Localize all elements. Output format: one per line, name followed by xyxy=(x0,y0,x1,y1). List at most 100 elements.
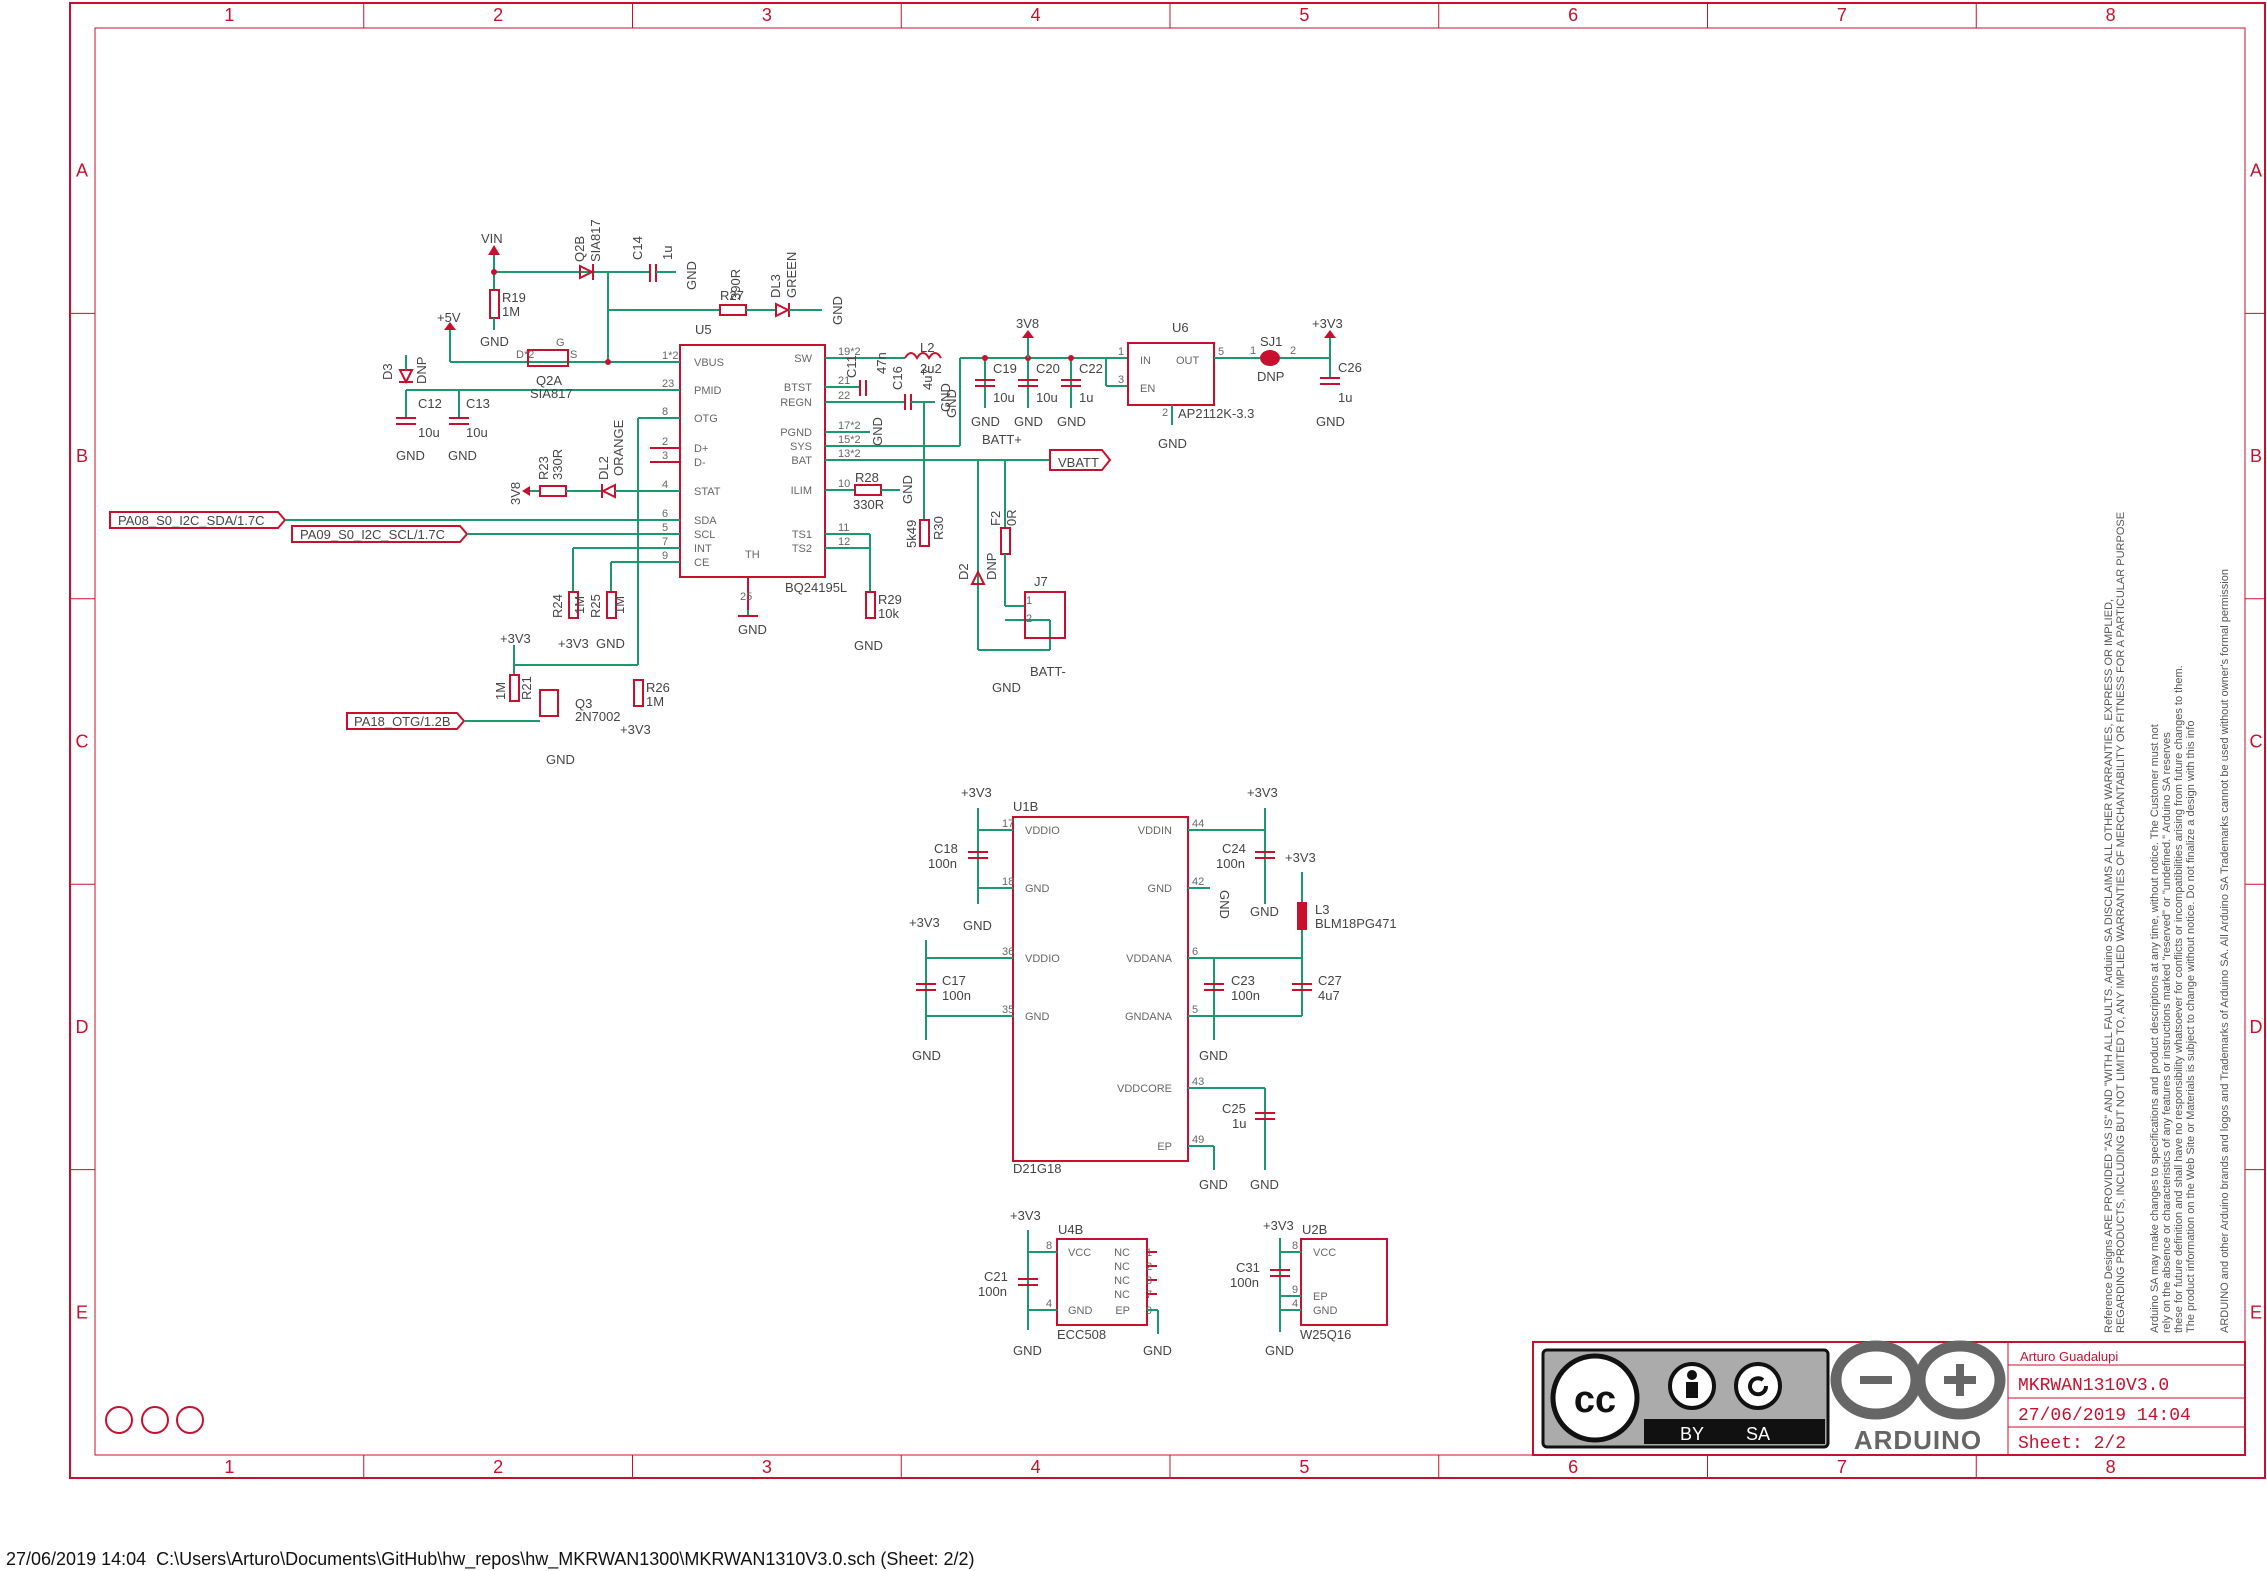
u2b-value: W25Q16 xyxy=(1300,1327,1351,1342)
u1b-pin-name: VDDCORE xyxy=(1117,1083,1172,1095)
u2b-pin-name: GND xyxy=(1313,1305,1338,1317)
grid-col-label: 7 xyxy=(1837,1457,1847,1477)
c22-value: 1u xyxy=(1079,390,1093,405)
r19-gnd: GND xyxy=(480,334,509,349)
dl3-value: GREEN xyxy=(784,252,799,298)
u4b-pin-num: 3 xyxy=(1146,1275,1152,1287)
c23-ref: C23 xyxy=(1231,973,1255,988)
u1b-pin-num: 36 xyxy=(1002,946,1014,958)
u4b-pin-num: 2 xyxy=(1146,1261,1152,1273)
c14-value: 1u xyxy=(660,246,675,260)
r28-body xyxy=(854,484,882,496)
p5v-arrow xyxy=(444,322,456,330)
u6-value: AP2112K-3.3 xyxy=(1178,406,1254,421)
u5-pin-name: D- xyxy=(694,457,706,469)
u5-pin-num: 17*2 xyxy=(838,420,861,432)
u1b-pin-name: VDDIN xyxy=(1138,825,1172,837)
disclaimer-line: Reference Designs ARE PROVIDED "AS IS" A… xyxy=(2103,599,2115,1333)
u6-en: EN xyxy=(1140,383,1155,395)
c16-gnd: GND xyxy=(944,389,959,418)
q3-value: 2N7002 xyxy=(575,709,621,724)
c17-value: 100n xyxy=(942,988,971,1003)
u5-pin-num: 8 xyxy=(662,406,668,418)
c21-p3v3: +3V3 xyxy=(1010,1208,1041,1223)
r29-ref: R29 xyxy=(878,592,902,607)
u5-pin-num: 23 xyxy=(662,378,674,390)
f2-body xyxy=(1000,527,1011,555)
u5-pin-name: TS1 xyxy=(792,529,812,541)
r28-gnd: GND xyxy=(900,475,915,504)
u2b-pin-num: 8 xyxy=(1292,1240,1298,1252)
grid-col-label: 8 xyxy=(2106,1457,2116,1477)
u6-in: IN xyxy=(1140,355,1151,367)
dl2-body xyxy=(600,483,616,499)
grid-row-label: B xyxy=(76,446,88,466)
l2-body xyxy=(904,352,942,360)
sda-net-label: PA08_S0_I2C_SDA/1.7C xyxy=(118,513,264,528)
grid-row-label: A xyxy=(2250,161,2262,181)
u4b-pin-name: NC xyxy=(1114,1275,1130,1287)
r26-value: 1M xyxy=(646,694,664,709)
c14-ref: C14 xyxy=(630,236,645,260)
u5-pin-name: CE xyxy=(694,557,709,569)
r19-body xyxy=(489,289,500,319)
c21-ref: C21 xyxy=(984,1269,1008,1284)
batt-minus-label: BATT- xyxy=(1030,664,1066,679)
dl2-ref: DL2 xyxy=(596,456,611,480)
u5-pin-num: 7 xyxy=(662,536,668,548)
disclaimer-line: REGARDING PRODUCTS, INCLUDING BUT NOT LI… xyxy=(2115,512,2127,1333)
u1b-pin-name: VDDIO xyxy=(1025,825,1060,837)
c21-gnd: GND xyxy=(1013,1343,1042,1358)
r21-body xyxy=(509,674,520,702)
u4b-pin-name: NC xyxy=(1114,1261,1130,1273)
c19-gnd: GND xyxy=(971,414,1000,429)
j7-body xyxy=(1024,591,1066,639)
disclaimer-line: The product information on the Web Site … xyxy=(2185,721,2197,1333)
u4b-ep-gnd: GND xyxy=(1143,1343,1172,1358)
r24-body xyxy=(568,591,579,619)
u1b-pin-name: EP xyxy=(1157,1141,1172,1153)
sa-share-icon xyxy=(1734,1362,1782,1410)
u1b-value: D21G18 xyxy=(1013,1161,1061,1176)
u2b-pin-num: 9 xyxy=(1292,1284,1298,1296)
inner-frame xyxy=(94,27,2246,1456)
u6-ref: U6 xyxy=(1172,320,1189,335)
title-date: 27/06/2019 14:04 xyxy=(2018,1406,2191,1426)
c17-gnd: GND xyxy=(912,1048,941,1063)
r27-ref: R27 xyxy=(720,288,744,303)
c20-ref: C20 xyxy=(1036,361,1060,376)
c18-p3v3: +3V3 xyxy=(961,785,992,800)
p3v8-arrow-out xyxy=(1022,330,1034,338)
c22-gnd: GND xyxy=(1057,414,1086,429)
c31-ref: C31 xyxy=(1236,1260,1260,1275)
u1b-pin-name: GND xyxy=(1025,1011,1050,1023)
grid-col-label: 6 xyxy=(1568,1457,1578,1477)
dl3-body xyxy=(775,302,791,318)
r28-value: 330R xyxy=(853,497,884,512)
q2a-body xyxy=(527,349,569,367)
dl3-ref: DL3 xyxy=(768,274,783,298)
d2-ref: D2 xyxy=(956,563,971,580)
u5-th-gnd: GND xyxy=(738,622,767,637)
u5-pin-num: 19*2 xyxy=(838,346,861,358)
q3-body xyxy=(539,689,559,717)
grid-col-label: 4 xyxy=(1031,5,1041,25)
r25-ref: R25 xyxy=(588,594,603,618)
u1b-pin-num: 18 xyxy=(1002,876,1014,888)
u5-pin-num: 10 xyxy=(838,478,850,490)
u5-pin-num: 21 xyxy=(838,375,850,387)
grid-col-label: 8 xyxy=(2106,5,2116,25)
u5-pin-name: REGN xyxy=(780,397,812,409)
q2a-pin-d: D*2 xyxy=(516,349,534,361)
f2-value: 0R xyxy=(1004,509,1019,526)
r19-value: 1M xyxy=(502,304,520,319)
sj1-pin1: 1 xyxy=(1250,345,1256,357)
d3-body xyxy=(398,369,414,385)
grid-col-label: 1 xyxy=(224,1457,234,1477)
r27-body xyxy=(719,304,747,316)
sda-net-flag xyxy=(109,511,287,529)
u1b-pin-num: 49 xyxy=(1192,1134,1204,1146)
c18-ref: C18 xyxy=(934,841,958,856)
